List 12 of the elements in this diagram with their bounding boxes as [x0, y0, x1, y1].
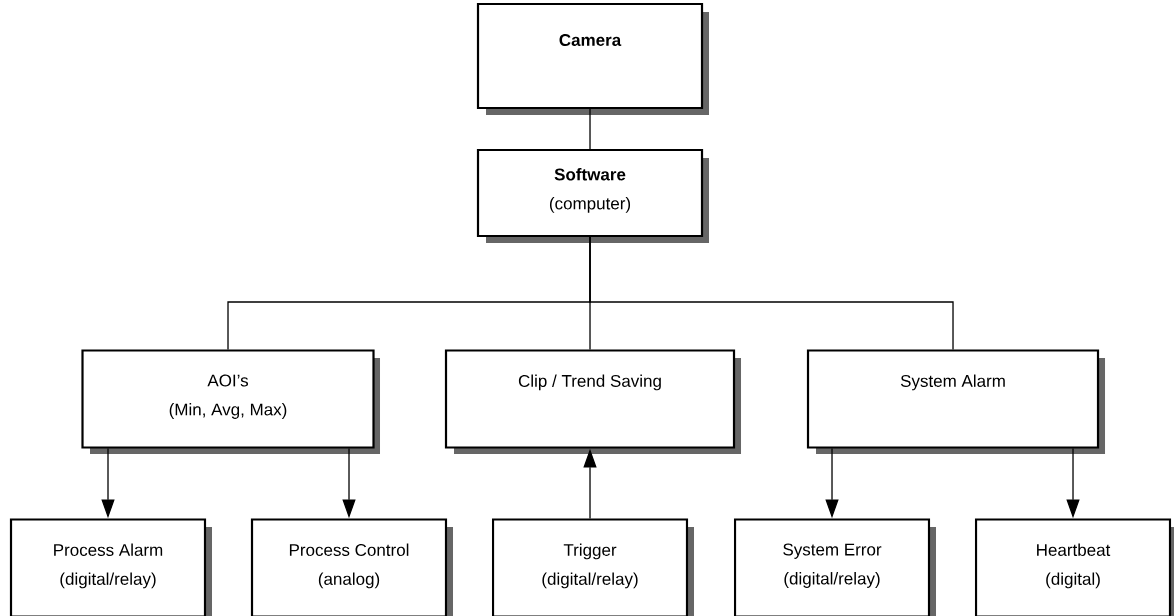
process-box: Trigger (digital/relay): [491, 518, 694, 616]
process-box: Software (computer): [476, 148, 709, 243]
process-box: Camera: [476, 2, 709, 115]
connector-line: [589, 236, 954, 351]
process-box: Process Alarm (digital/relay): [9, 518, 212, 616]
process-box: System Alarm: [806, 349, 1105, 454]
connector-line: [589, 108, 591, 150]
process-box: Heartbeat (digital): [974, 518, 1174, 616]
process-box: AOI’s (Min, Avg, Max): [81, 349, 380, 454]
process-box: Clip / Trend Saving: [444, 349, 741, 454]
process-box: Process Control (analog): [250, 518, 453, 616]
process-box: System Error (digital/relay): [733, 518, 936, 616]
